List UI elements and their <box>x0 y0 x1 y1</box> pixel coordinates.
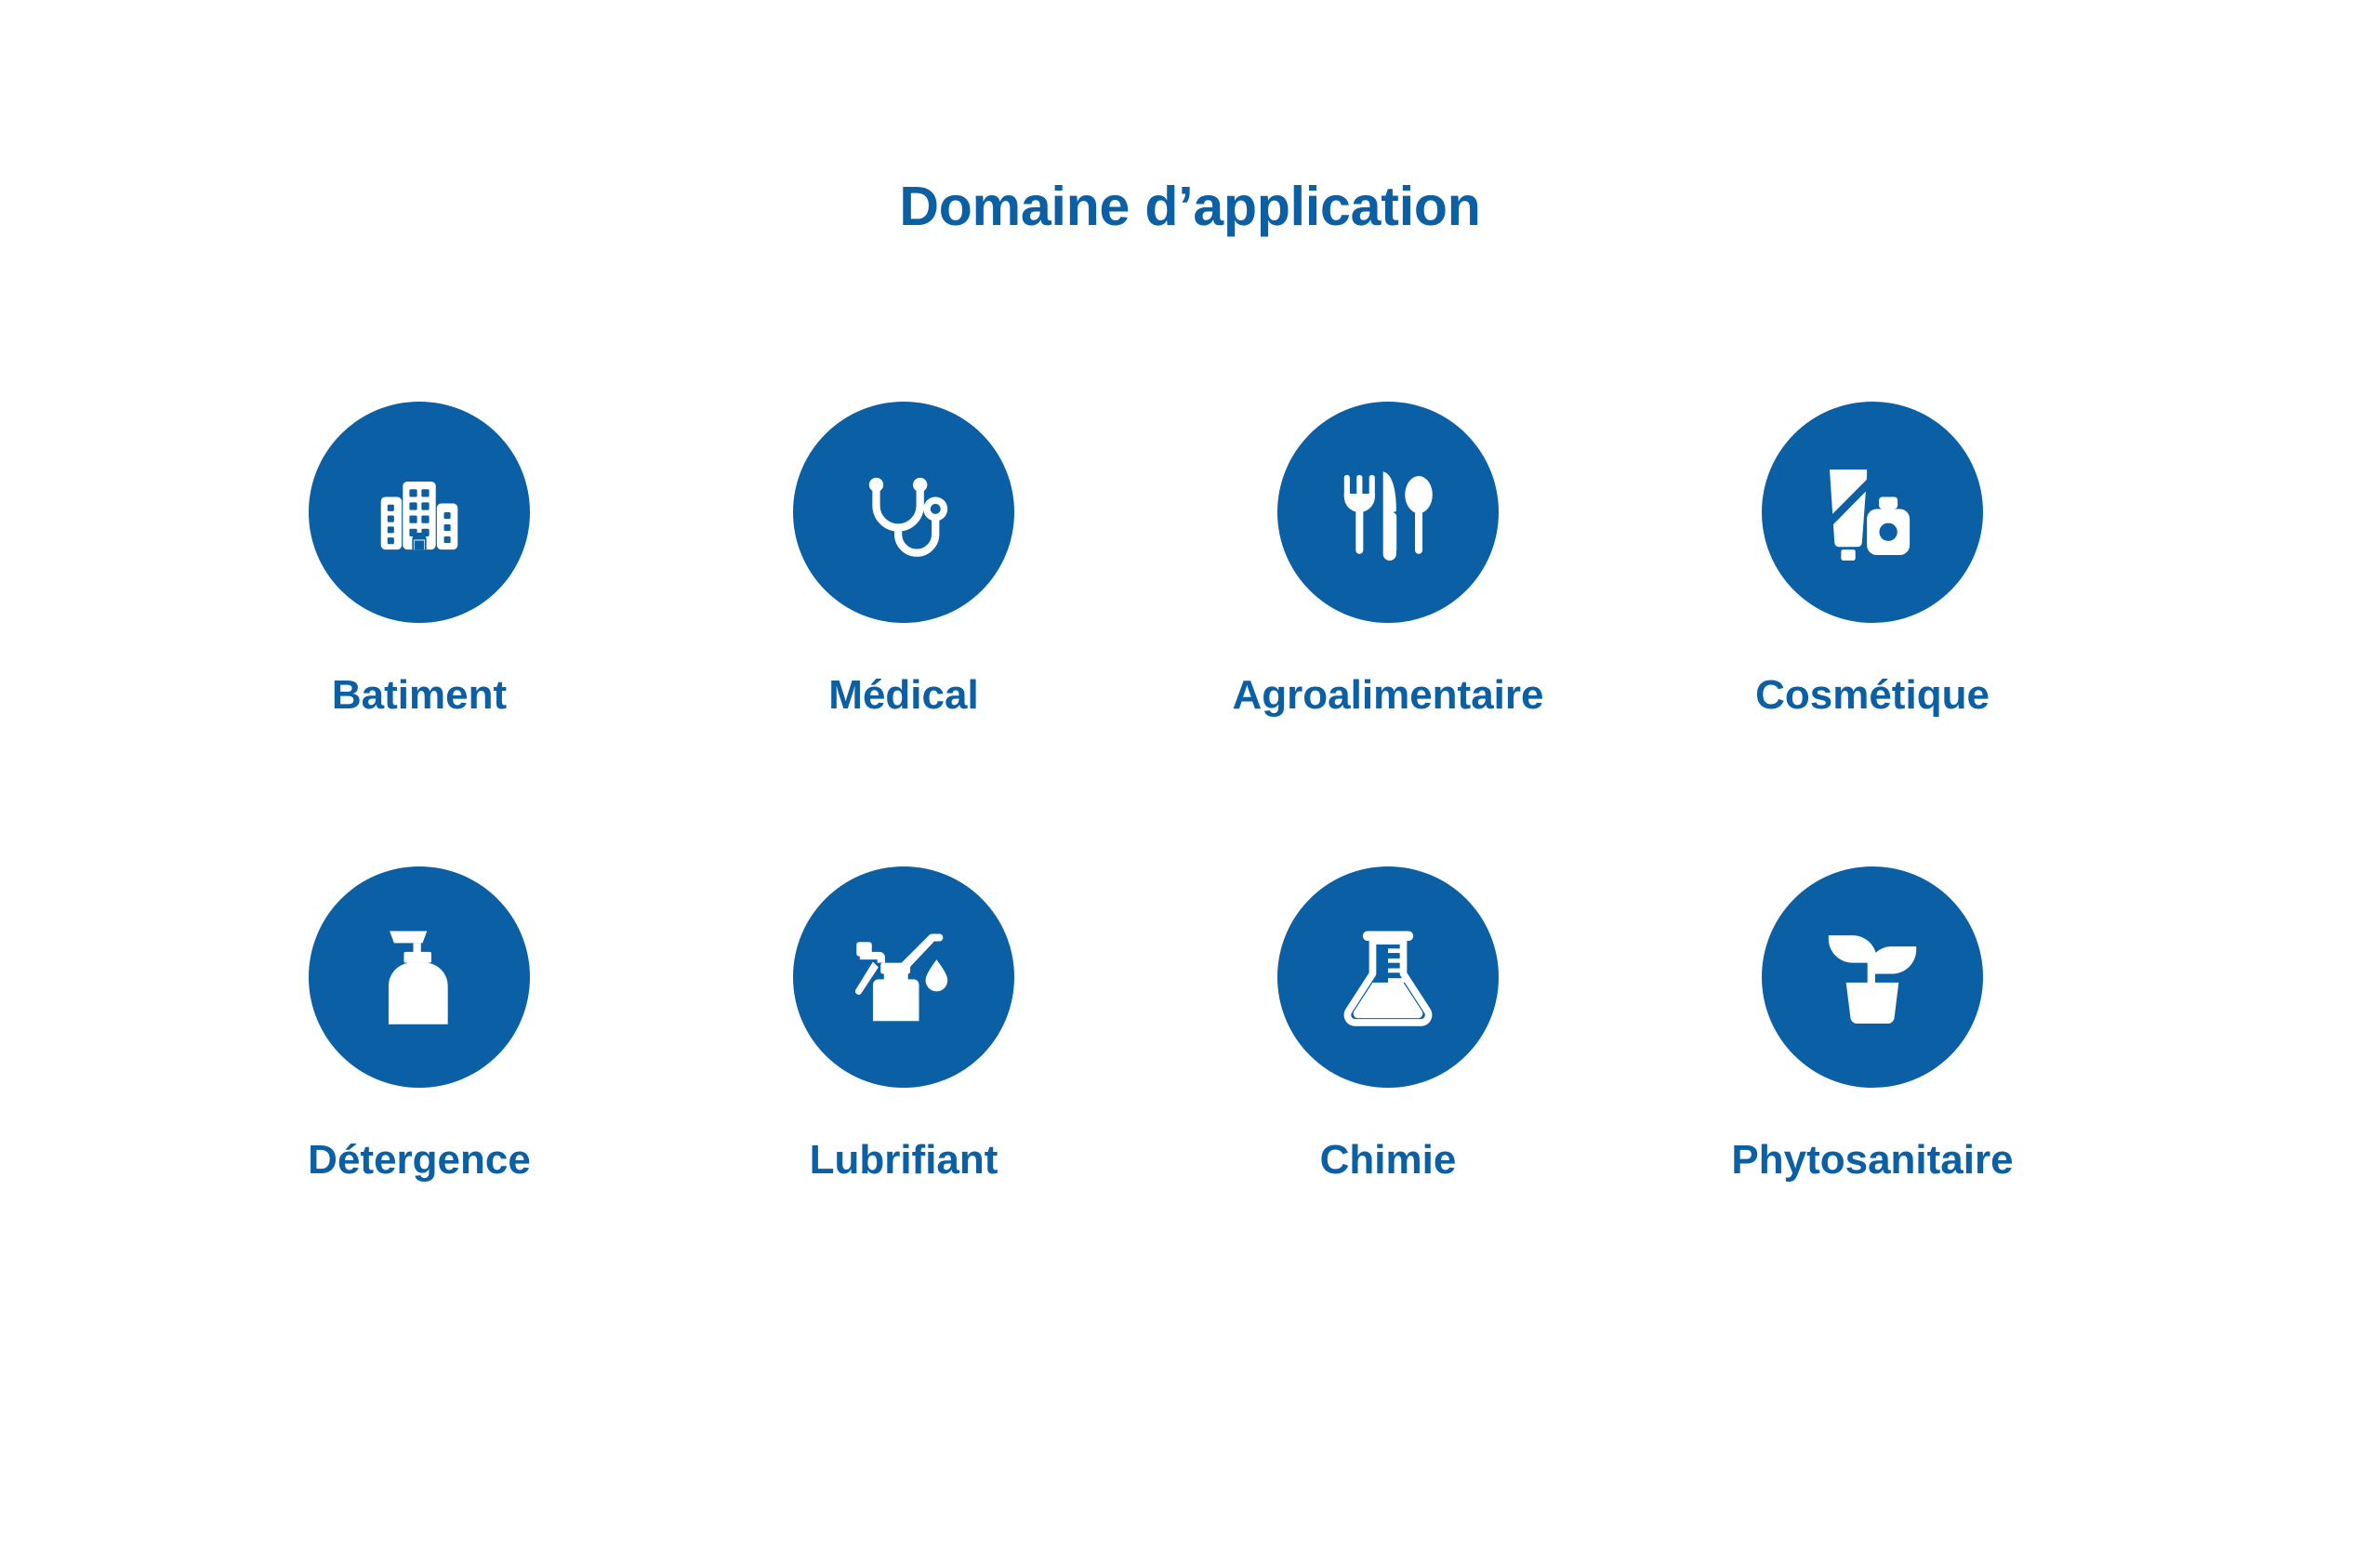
domain-card-cosmetique[interactable]: Cosmétique <box>1755 402 1990 716</box>
domain-label: Batiment <box>331 672 508 718</box>
stethoscope-icon <box>868 477 948 557</box>
domain-icon-badge[interactable] <box>309 866 530 1088</box>
potted-plant-icon <box>1828 935 1917 1025</box>
buildings-icon <box>380 481 458 550</box>
domain-icon-badge[interactable] <box>793 866 1014 1088</box>
cream-tube-bottle-icon <box>1829 469 1911 561</box>
domain-icon-badge[interactable] <box>1762 866 1983 1088</box>
soap-dispenser-icon <box>388 931 448 1025</box>
domain-card-lubrifiant[interactable]: Lubrifiant <box>793 866 1014 1181</box>
domain-card-batiment[interactable]: Batiment <box>309 402 530 716</box>
domain-icon-badge[interactable] <box>1762 402 1983 623</box>
erlenmeyer-flask-icon <box>1343 931 1433 1026</box>
domain-icon-badge[interactable] <box>1277 402 1499 623</box>
domain-card-detergence[interactable]: Détergence <box>308 866 531 1183</box>
domain-label: Cosmétique <box>1755 672 1990 718</box>
domain-label: Agroalimentaire <box>1232 672 1544 718</box>
cutlery-icon <box>1343 471 1433 561</box>
oil-can-icon <box>854 933 948 1022</box>
domain-label: Médical <box>828 672 979 718</box>
domain-label: Phytosanitaire <box>1731 1137 2014 1183</box>
domain-card-medical[interactable]: Médical <box>793 402 1014 716</box>
domain-label: Lubrifiant <box>809 1137 998 1183</box>
domain-icon-badge[interactable] <box>309 402 530 623</box>
domain-icon-badge[interactable] <box>1277 866 1499 1088</box>
domain-card-chimie[interactable]: Chimie <box>1277 866 1499 1181</box>
domain-card-phytosanitaire[interactable]: Phytosanitaire <box>1731 866 2014 1181</box>
page-title: Domaine d’application <box>899 175 1481 237</box>
domain-grid: Batiment <box>308 402 2075 1183</box>
domain-label: Détergence <box>308 1137 531 1183</box>
domain-label: Chimie <box>1319 1137 1457 1183</box>
domain-card-agroalimentaire[interactable]: Agroalimentaire <box>1233 402 1544 716</box>
domain-icon-badge[interactable] <box>793 402 1014 623</box>
